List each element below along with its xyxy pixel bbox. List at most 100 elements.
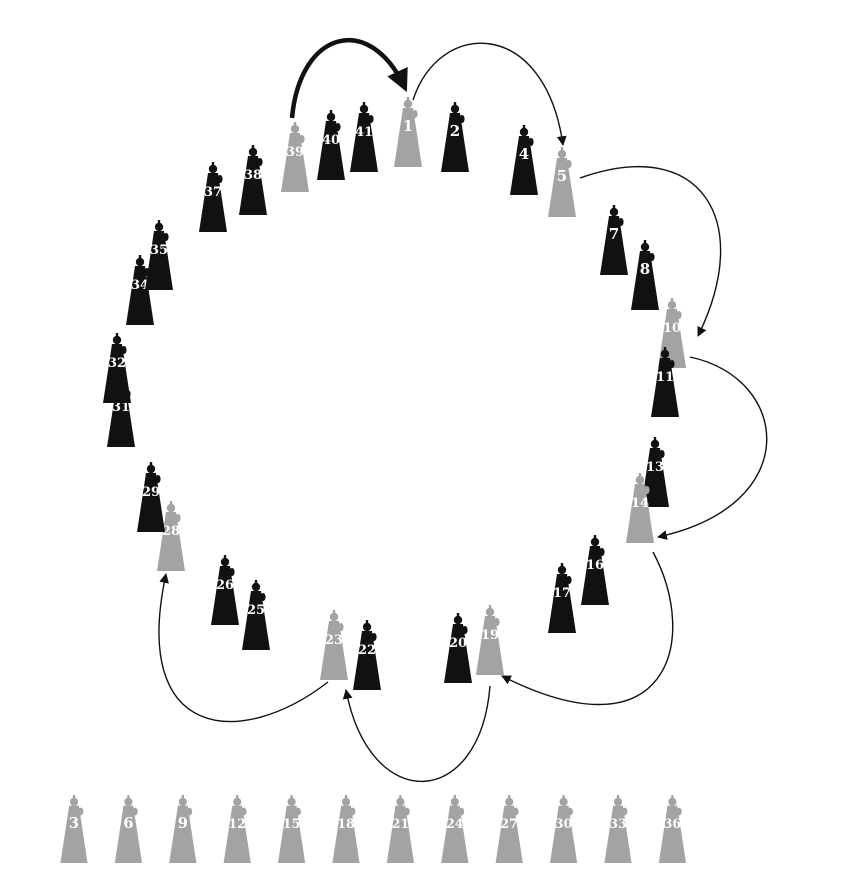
- figure-label: 10: [663, 321, 681, 336]
- figure-head: [166, 503, 176, 513]
- circle-figure-4: 4: [510, 125, 538, 195]
- figure-topknot: [560, 563, 564, 567]
- figure-robe: [317, 121, 345, 180]
- figure-robe: [242, 591, 270, 650]
- circle-figure-16: 16: [581, 535, 609, 605]
- figure-robe: [211, 566, 239, 625]
- figure-robe: [651, 358, 679, 417]
- figure-robe: [137, 473, 165, 532]
- figure-hand: [566, 160, 572, 168]
- figure-hand: [350, 807, 356, 816]
- figure-label: 28: [162, 524, 180, 539]
- figure-robe: [199, 173, 227, 232]
- figure-hand: [649, 253, 655, 261]
- figure-label: 26: [216, 578, 234, 593]
- circle-figure-37: 37: [199, 162, 227, 232]
- figure-topknot: [488, 605, 492, 609]
- figure-hand: [676, 807, 682, 816]
- arrow-23-28: [158, 573, 329, 723]
- figure-topknot: [362, 102, 366, 106]
- figure-hand: [494, 618, 500, 626]
- figure-label: 6: [123, 815, 133, 832]
- figure-robe: [60, 805, 88, 863]
- figure-label: 25: [247, 603, 265, 618]
- removed-figure-30: 30: [550, 795, 578, 863]
- figure-topknot: [593, 535, 597, 539]
- figure-head: [396, 797, 405, 806]
- figure-hand: [175, 514, 181, 522]
- figure-hand: [121, 346, 127, 354]
- figure-hand: [368, 115, 374, 123]
- figure-head: [559, 797, 568, 806]
- figure-robe: [169, 805, 197, 863]
- figure-hand: [567, 807, 573, 816]
- figure-topknot: [522, 125, 526, 129]
- figure-label: 7: [609, 225, 619, 243]
- figure-hand: [338, 623, 344, 631]
- figure-topknot: [72, 795, 76, 799]
- figure-head: [251, 582, 261, 592]
- figure-head: [485, 607, 495, 617]
- figure-head: [635, 475, 645, 485]
- figure-topknot: [181, 795, 184, 799]
- removed-figure-15: 15: [278, 795, 306, 863]
- figure-head: [359, 104, 369, 114]
- figure-robe: [495, 805, 523, 863]
- figure-label: 37: [204, 185, 222, 200]
- figure-head: [290, 124, 300, 134]
- circle-figure-41: 41: [350, 102, 378, 172]
- removed-figure-12: 12: [223, 795, 251, 863]
- arrow-layer: [158, 37, 768, 783]
- circle-figure-35: 35: [145, 220, 173, 290]
- figure-robe: [510, 136, 538, 195]
- figure-label: 3: [69, 815, 79, 832]
- figure-hand: [622, 807, 628, 816]
- figure-topknot: [399, 795, 402, 799]
- figure-label: 36: [664, 816, 682, 831]
- arrow-10-14: [657, 356, 768, 540]
- figure-head: [450, 797, 459, 806]
- figure-robe: [626, 484, 654, 543]
- figure-label: 38: [244, 168, 262, 183]
- figure-head: [557, 565, 567, 575]
- figure-head: [505, 797, 514, 806]
- figure-head: [453, 615, 463, 625]
- figure-hand: [371, 633, 377, 641]
- figure-topknot: [157, 220, 161, 224]
- figure-robe: [239, 156, 267, 215]
- figure-head: [208, 164, 218, 174]
- figure-label: 4: [519, 145, 529, 163]
- figure-hand: [187, 807, 193, 816]
- figure-label: 2: [450, 122, 460, 140]
- figure-label: 17: [553, 586, 571, 601]
- figure-head: [341, 797, 351, 806]
- figure-robe: [658, 805, 686, 863]
- figure-topknot: [612, 205, 616, 209]
- figure-hand: [513, 807, 519, 816]
- figure-robe: [145, 231, 173, 290]
- figure-head: [403, 99, 413, 109]
- figure-head: [519, 127, 529, 137]
- figure-label: 34: [131, 278, 149, 293]
- figure-topknot: [254, 580, 258, 584]
- figure-robe: [604, 805, 632, 863]
- figure-label: 41: [355, 125, 373, 140]
- figure-label: 8: [640, 260, 650, 278]
- circle-figure-14: 14: [626, 473, 654, 543]
- figure-hand: [659, 450, 665, 458]
- figure-hand: [669, 360, 675, 368]
- figure-head: [146, 464, 156, 474]
- figure-head: [590, 537, 600, 547]
- figure-robe: [441, 805, 469, 863]
- figure-topknot: [670, 298, 674, 302]
- figure-head: [287, 797, 296, 806]
- figure-robe: [581, 546, 609, 605]
- figure-robe: [278, 805, 306, 863]
- arrow-1-5: [412, 42, 567, 146]
- figure-robe: [281, 133, 309, 192]
- figure-hand: [335, 123, 341, 131]
- figure-topknot: [115, 333, 119, 337]
- circle-figure-8: 8: [631, 240, 659, 310]
- figure-robe: [386, 805, 414, 863]
